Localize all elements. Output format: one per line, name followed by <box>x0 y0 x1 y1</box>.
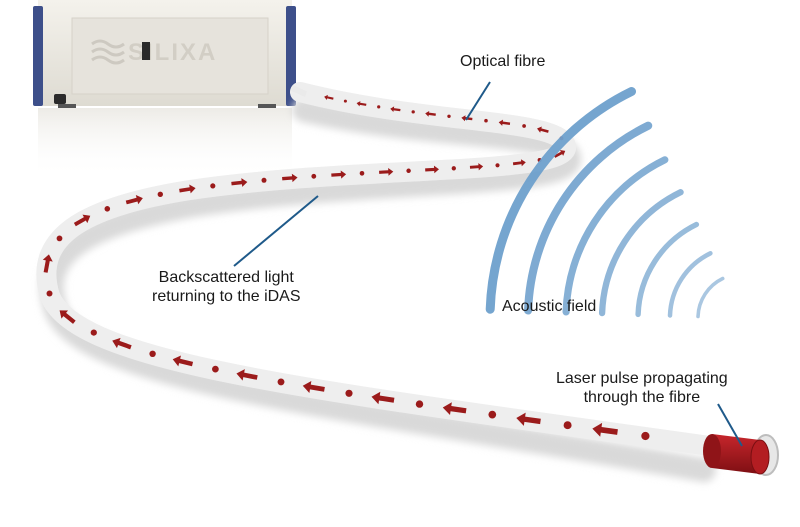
backscatter-arrow <box>371 391 395 405</box>
acoustic-wave-arc <box>524 121 653 315</box>
acoustic-wave-arc <box>667 251 713 318</box>
pointer-lines <box>233 81 743 447</box>
label-laser-line-2: through the fibre <box>583 389 701 406</box>
backscatter-dot <box>522 124 526 128</box>
laser-pulse <box>703 434 779 476</box>
acoustic-wave-arc <box>696 276 725 319</box>
backscatter-dot <box>104 206 111 212</box>
label-acoustic-field: Acoustic field <box>502 298 597 315</box>
acoustic-wave-arc <box>485 87 636 314</box>
backscatter-arrow <box>592 422 618 437</box>
backscatter-arrow <box>42 254 53 273</box>
acoustic-wave-arc <box>635 221 700 318</box>
fibre-shadow <box>39 98 716 482</box>
backscatter-dot <box>495 163 500 168</box>
backscatter-arrow <box>236 369 258 381</box>
backscatter-dot <box>345 389 353 397</box>
backscatter-dot <box>311 173 317 179</box>
backscatter-arrow <box>356 101 367 107</box>
backscatter-dot <box>212 365 219 373</box>
backscatter-arrow <box>553 149 566 158</box>
backscatter-arrow <box>425 165 439 174</box>
backscatter-arrow <box>498 119 511 126</box>
backscatter-dot <box>359 170 365 176</box>
pointer-backscattered <box>233 195 319 267</box>
backscatter-dot <box>157 191 163 197</box>
pointer-laser-pulse <box>717 403 743 447</box>
idas-device: SILIXA <box>33 0 296 178</box>
backscatter-arrow <box>282 173 298 183</box>
backscatter-arrow <box>516 412 541 426</box>
acoustic-wave-arc <box>598 189 684 317</box>
backscatter-dot <box>90 329 97 336</box>
backscatter-arrow <box>425 110 436 117</box>
backscatter-dot <box>415 400 424 408</box>
backscatter-dot <box>488 410 497 419</box>
device-frame-left <box>33 6 43 106</box>
backscatter-arrow <box>331 170 347 179</box>
label-backscattered-line-2: returning to the iDAS <box>152 288 301 305</box>
backscatter-dot <box>277 378 285 386</box>
label-laser-pulse: Laser pulse propagating through the fibr… <box>556 369 728 407</box>
backscatter-dot <box>343 99 347 103</box>
backscatter-dot <box>563 421 572 430</box>
device-display-slot <box>142 42 150 60</box>
backscatter-dot <box>56 235 63 242</box>
backscatter-arrow <box>390 106 401 112</box>
device-front-panel <box>71 17 269 95</box>
backscatter-arrow <box>172 355 194 367</box>
device-foot-right <box>258 104 276 108</box>
laser-pulse-body <box>712 434 760 474</box>
pointer-optical-fibre <box>465 81 491 121</box>
device-frame-right <box>286 6 296 106</box>
backscatter-arrow <box>231 178 248 187</box>
backscatter-dot <box>210 183 216 189</box>
device-reflection <box>38 108 292 178</box>
laser-pulse-front <box>750 439 770 475</box>
backscatter-arrow <box>324 94 334 100</box>
backscatter-arrow <box>512 159 526 167</box>
label-backscattered-light: Backscattered light returning to the iDA… <box>152 268 301 306</box>
label-laser-line-1: Laser pulse propagating <box>556 370 728 387</box>
backscatter-arrow <box>442 402 467 416</box>
backscatter-dot <box>261 177 267 183</box>
backscatter-dot <box>451 166 456 171</box>
backscatter-dot <box>46 290 53 297</box>
backscatter-dot <box>149 350 156 358</box>
backscatter-arrow <box>469 163 484 171</box>
backscatter-dot <box>406 168 411 174</box>
backscatter-markers <box>42 94 650 441</box>
laser-pulse-back <box>703 434 721 468</box>
backscatter-arrow <box>379 167 394 176</box>
backscatter-dot <box>411 110 415 114</box>
backscatter-arrow <box>537 126 549 133</box>
backscatter-arrow <box>73 214 91 227</box>
backscatter-arrow <box>112 337 132 350</box>
backscatter-dot <box>377 105 381 109</box>
backscatter-arrow <box>59 310 76 324</box>
label-backscattered-line-1: Backscattered light <box>158 269 294 286</box>
acoustic-field-waves <box>485 87 725 319</box>
backscatter-arrow <box>302 381 325 393</box>
label-optical-fibre: Optical fibre <box>460 53 546 70</box>
device-foot-left <box>58 104 76 108</box>
fibre-lead <box>290 85 308 97</box>
backscatter-dot <box>447 114 451 119</box>
device-logo-text: SILIXA <box>128 39 217 66</box>
backscatter-arrow <box>179 184 196 194</box>
device-connector <box>54 94 66 104</box>
backscatter-dot <box>484 118 488 123</box>
acoustic-wave-arc <box>562 156 669 316</box>
backscatter-dot <box>641 431 650 441</box>
backscatter-arrow <box>125 195 143 205</box>
